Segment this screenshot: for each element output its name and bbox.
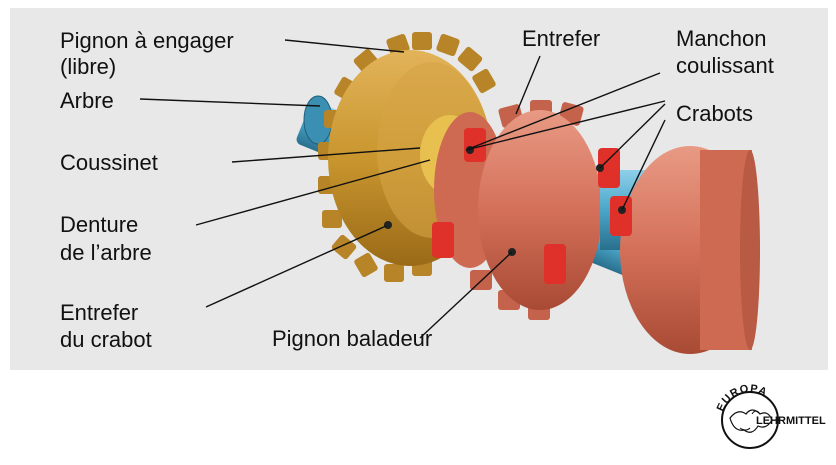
label-manchon: Manchon [676, 26, 767, 51]
label-crabots: Crabots [676, 101, 754, 126]
label-entrefer: Entrefer [522, 26, 601, 51]
label-pignon-engager-libre: (libre) [60, 54, 117, 79]
label-denture-arbre: de l’arbre [60, 240, 152, 265]
leader-lines [139, 39, 666, 339]
label-pignon-baladeur: Pignon baladeur [272, 326, 433, 351]
label-entrefer-crabot: Entrefer [60, 300, 139, 325]
europa-lehrmittel-logo: EUROPA LEHRMITTEL [715, 383, 826, 449]
logo-side-text: LEHRMITTEL [756, 415, 826, 427]
label-denture: Denture [60, 212, 139, 237]
crabots [432, 128, 632, 284]
label-entrefer-crabot-2: du crabot [60, 327, 152, 352]
label-pignon-engager: Pignon à engager [60, 28, 234, 53]
label-arbre: Arbre [60, 88, 114, 113]
label-manchon-coulissant: coulissant [676, 53, 774, 78]
label-coussinet: Coussinet [60, 150, 158, 175]
gear-pignon-baladeur [434, 100, 760, 354]
